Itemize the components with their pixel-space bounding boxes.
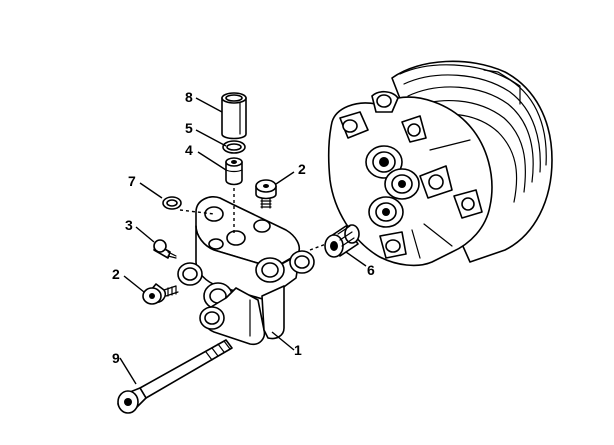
callout-5: 5 (185, 120, 193, 136)
valve-insert (225, 157, 243, 186)
callout-4: 4 (185, 142, 193, 158)
seal-ring (162, 196, 182, 210)
valve-port-middle (384, 168, 420, 200)
sleeve (221, 92, 247, 140)
pump-housing (327, 60, 553, 267)
assembly-guide-lines (179, 188, 327, 251)
plug (153, 239, 177, 259)
callout-1: 1 (294, 342, 302, 358)
manifold-side-port (177, 262, 203, 286)
manifold-head (177, 196, 315, 346)
valve-port-bottom (368, 196, 404, 228)
valve-port-top (365, 145, 403, 179)
manifold-lower-port-right (255, 257, 285, 283)
callout-7: 7 (128, 173, 136, 189)
callout-9: 9 (112, 350, 120, 366)
callout-3: 3 (125, 217, 133, 233)
leader-lines (119, 97, 367, 385)
screw-lower (142, 283, 179, 305)
o-ring (222, 140, 246, 154)
callout-2-upper: 2 (298, 161, 306, 177)
long-bolt (117, 339, 233, 414)
callout-8: 8 (185, 89, 193, 105)
callout-6: 6 (367, 262, 375, 278)
check-valve (324, 224, 360, 258)
callout-2-lower: 2 (112, 266, 120, 282)
screw-upper (255, 179, 277, 209)
manifold-right-port (289, 250, 315, 274)
